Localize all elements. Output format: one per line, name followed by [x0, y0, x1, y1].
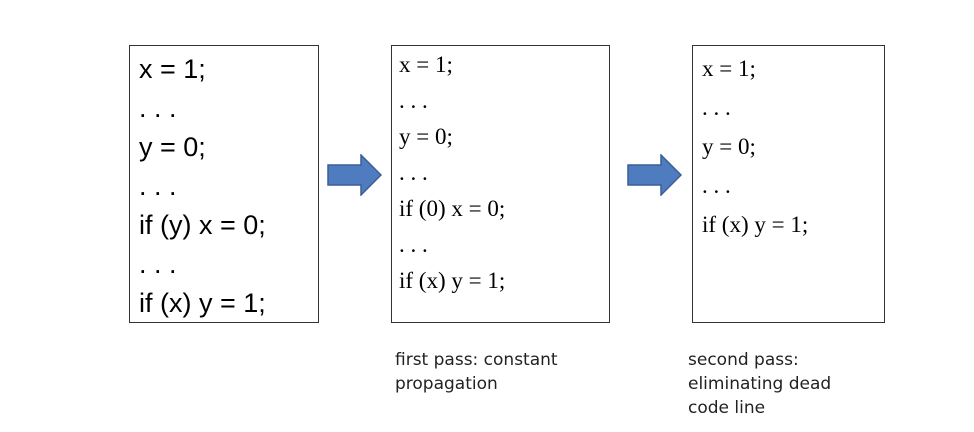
code-line: x = 1;	[702, 56, 756, 81]
caption-line: propagation	[395, 374, 498, 394]
code-line: . . .	[139, 171, 177, 201]
caption-line: code line	[688, 398, 766, 418]
code-line: . . .	[702, 173, 731, 198]
first-pass-caption: first pass: constant propagation	[395, 348, 625, 396]
caption-line: eliminating dead	[688, 374, 832, 394]
code-line: if (x) y = 1;	[702, 212, 809, 237]
code-line: if (y) x = 0;	[139, 210, 266, 240]
right-arrow-icon	[627, 154, 683, 196]
code-line: if (x) y = 1;	[139, 288, 266, 318]
code-line: . . .	[702, 95, 731, 120]
code-line: y = 0;	[399, 124, 453, 149]
original-code-box: x = 1; . . . y = 0; . . . if (y) x = 0; …	[129, 45, 319, 323]
code-line: . . .	[399, 88, 428, 113]
caption-line: first pass: constant	[395, 350, 558, 370]
code-line: x = 1;	[139, 54, 206, 84]
code-line: y = 0;	[702, 134, 756, 159]
code-line: . . .	[139, 93, 177, 123]
second-pass-code-box: x = 1; . . . y = 0; . . . if (x) y = 1;	[692, 45, 885, 323]
code-line: if (x) y = 1;	[399, 268, 506, 293]
right-arrow-icon	[327, 154, 383, 196]
code-line: . . .	[399, 160, 428, 185]
code-line: x = 1;	[399, 52, 453, 77]
first-pass-code-box: x = 1; . . . y = 0; . . . if (0) x = 0; …	[391, 45, 610, 323]
code-line: . . .	[139, 249, 177, 279]
code-line: y = 0;	[139, 132, 206, 162]
caption-line: second pass:	[688, 350, 799, 370]
second-pass-caption: second pass: eliminating dead code line	[688, 348, 888, 420]
code-line: if (0) x = 0;	[399, 196, 506, 221]
code-line: . . .	[399, 232, 428, 257]
